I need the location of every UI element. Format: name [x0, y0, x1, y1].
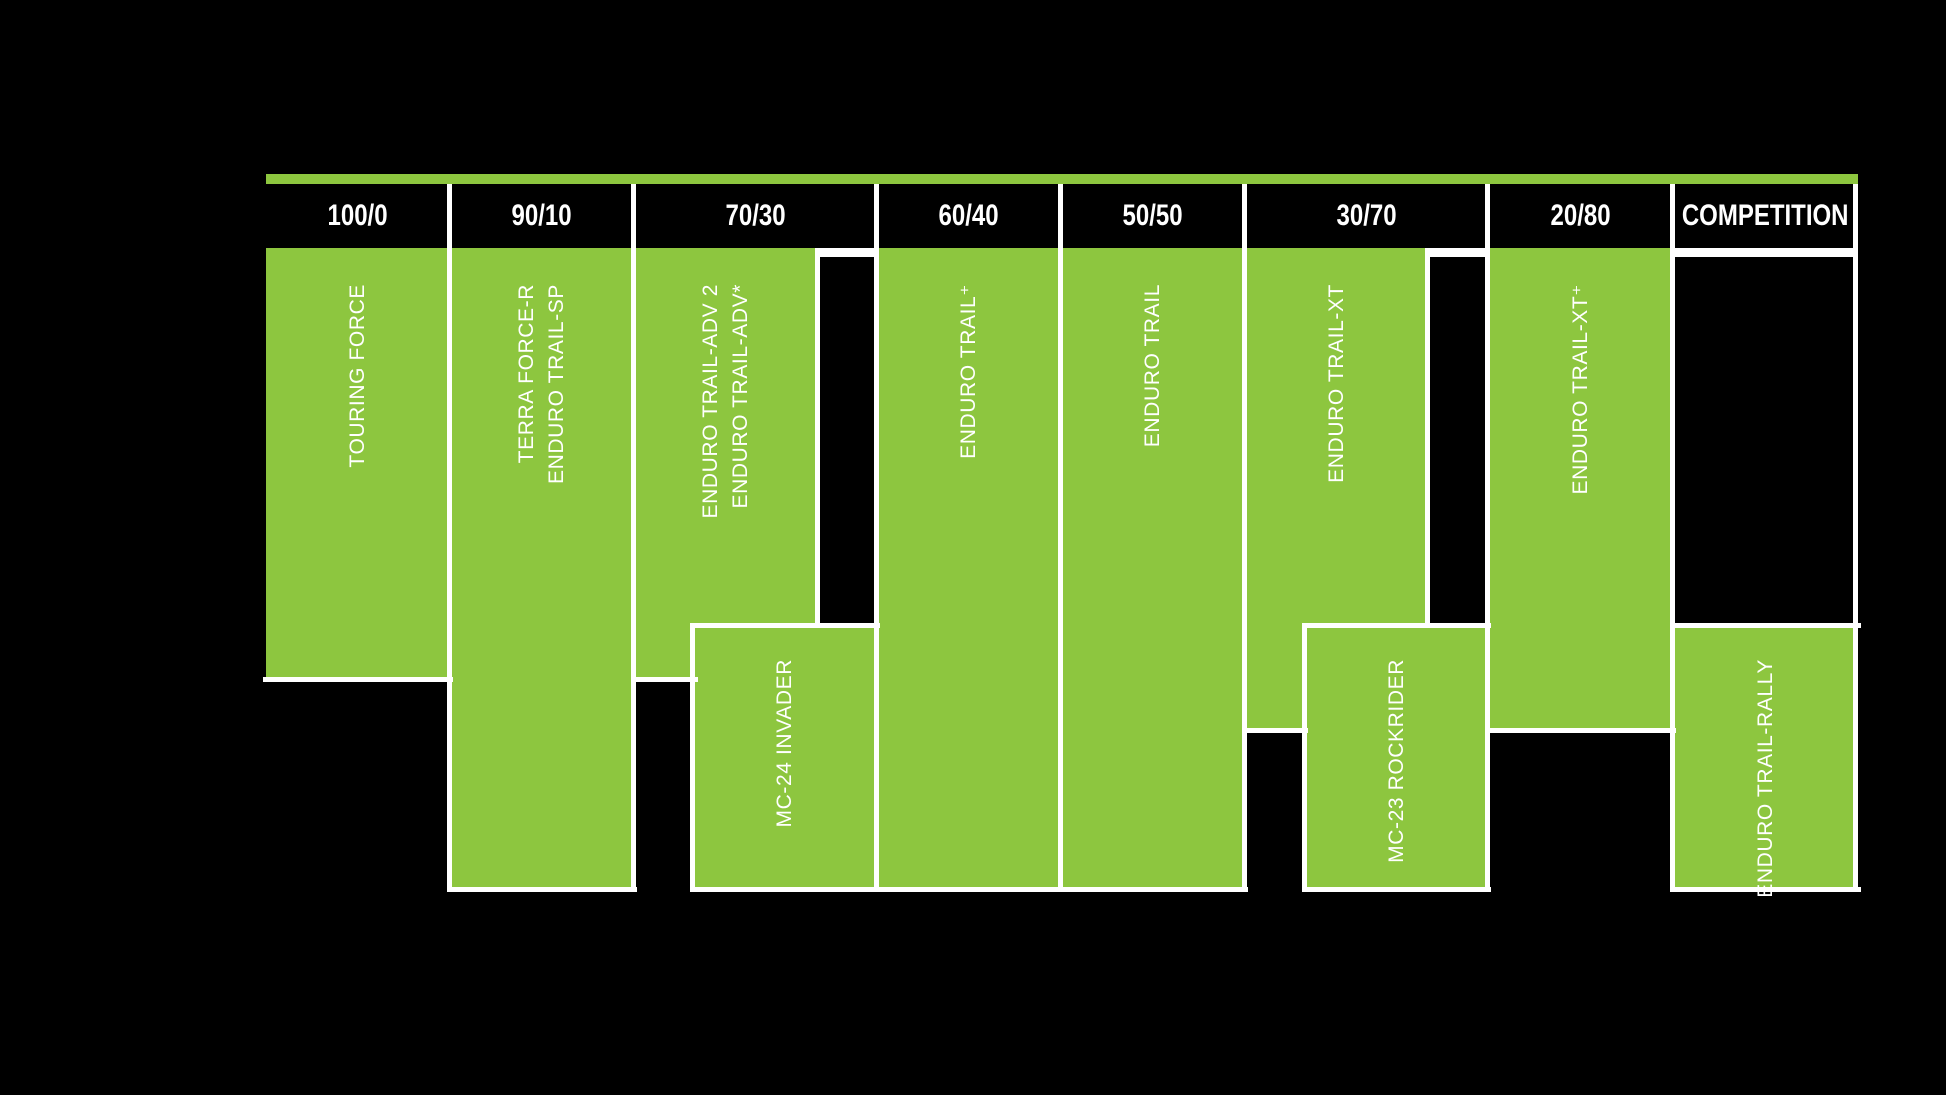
product-label: ENDURO TRAIL-ADV 2 ENDURO TRAIL-ADV*	[699, 284, 752, 519]
product-block-enduro-trail-xt-plus: ENDURO TRAIL-XT⁺	[1488, 248, 1673, 733]
category-header-60-40: 60/40	[877, 184, 1061, 248]
block-border-line	[1058, 887, 1248, 892]
category-header-20-80: 20/80	[1488, 184, 1673, 248]
product-block-enduro-trail: ENDURO TRAIL	[1061, 248, 1245, 892]
block-border-line	[1242, 728, 1308, 733]
product-label: TOURING FORCE	[346, 284, 369, 468]
product-block-terra-force-r: TERRA FORCE-R ENDURO TRAIL-SP	[450, 248, 634, 892]
column-separator-line	[1485, 184, 1490, 892]
category-header-70-30: 70/30	[634, 184, 877, 248]
column-separator-line	[1242, 184, 1247, 892]
product-label: TERRA FORCE-R ENDURO TRAIL-SP	[515, 284, 568, 484]
product-block-mc-23-rockrider: MC-23 ROCKRIDER	[1305, 623, 1488, 892]
column-separator-line	[1058, 184, 1063, 892]
product-block-touring-force: TOURING FORCE	[266, 248, 450, 682]
product-label: ENDURO TRAIL-XT⁺	[1568, 284, 1592, 495]
product-label: ENDURO TRAIL-XT	[1324, 284, 1348, 483]
block-border-line	[631, 677, 698, 682]
category-header-label: 90/10	[511, 199, 573, 232]
category-header-label: 30/70	[1336, 199, 1397, 232]
block-border-line	[1670, 887, 1861, 892]
block-border-line	[874, 887, 1064, 892]
product-label: ENDURO TRAIL	[1141, 284, 1164, 448]
product-block-mc-24-invader: MC-24 INVADER	[693, 623, 877, 892]
block-border-line	[1302, 887, 1491, 892]
product-label: ENDURO TRAIL-RALLY	[1753, 659, 1777, 898]
block-border-line	[690, 887, 880, 892]
block-border-line	[815, 248, 820, 623]
product-label: ENDURO TRAIL⁺	[957, 284, 980, 459]
block-border-line	[1485, 728, 1676, 733]
block-border-line	[1302, 623, 1491, 628]
product-label: MC-24 INVADER	[773, 659, 796, 828]
header-accent-bar	[266, 174, 1858, 184]
product-block-enduro-trail-plus: ENDURO TRAIL⁺	[877, 248, 1061, 892]
column-separator-line	[874, 184, 879, 892]
column-separator-line	[447, 184, 452, 892]
chart-right-edge-line	[1853, 184, 1858, 892]
product-label: MC-23 ROCKRIDER	[1384, 659, 1408, 863]
product-block-enduro-trail-adv: ENDURO TRAIL-ADV 2 ENDURO TRAIL-ADV*	[634, 248, 818, 682]
category-header-50-50: 50/50	[1061, 184, 1245, 248]
block-border-line	[1670, 623, 1861, 628]
category-header-competition: COMPETITION	[1673, 184, 1858, 248]
block-border-line	[447, 887, 637, 892]
block-border-line	[1425, 248, 1430, 623]
block-border-line	[263, 677, 453, 682]
column-separator-line	[631, 184, 636, 892]
category-header-label: 100/0	[327, 199, 389, 232]
block-border-line	[1302, 623, 1307, 892]
block-border-line	[690, 623, 880, 628]
category-header-label: 50/50	[1122, 199, 1184, 232]
category-header-90-10: 90/10	[450, 184, 634, 248]
category-header-label: 60/40	[938, 199, 1000, 232]
column-separator-line	[1670, 184, 1675, 892]
product-block-enduro-trail-rally: ENDURO TRAIL-RALLY	[1673, 623, 1858, 898]
category-header-label: 20/80	[1550, 199, 1611, 232]
category-header-30-70: 30/70	[1245, 184, 1488, 248]
block-border-line	[690, 623, 695, 892]
category-header-100-0: 100/0	[266, 184, 450, 248]
category-header-label: 70/30	[725, 199, 786, 232]
category-header-label: COMPETITION	[1682, 199, 1849, 232]
